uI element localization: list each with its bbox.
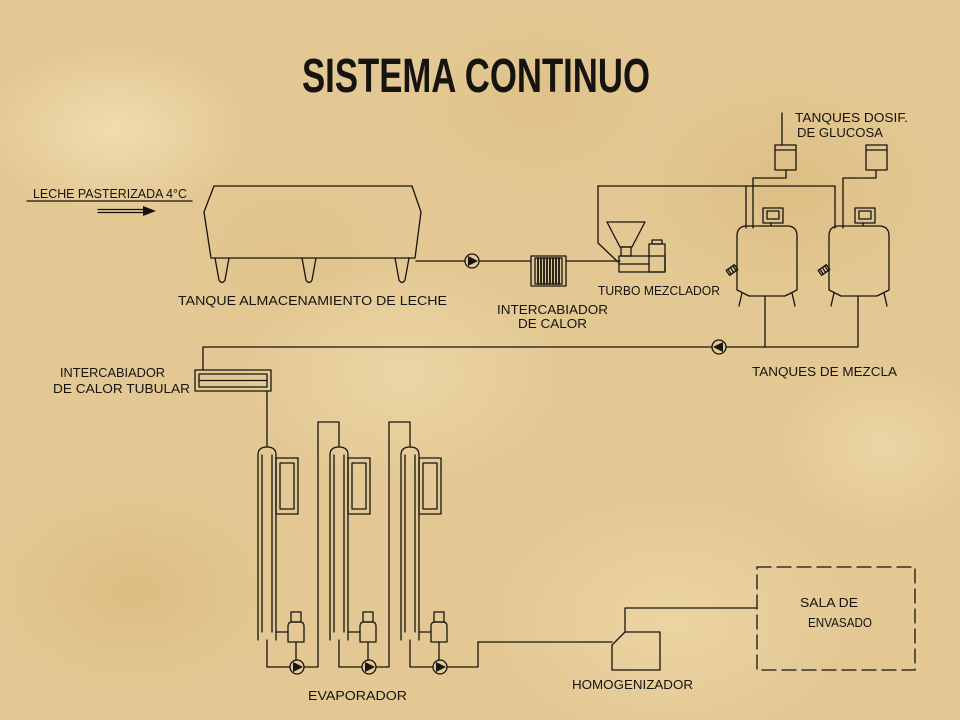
storage-tank-leg (394, 257, 410, 284)
separator-body (359, 621, 377, 643)
glucose-line-2 (842, 169, 877, 229)
evaporator-calandria-inner (422, 462, 438, 510)
turbo-mixer: TURBO MEZCLADOR (598, 221, 720, 298)
agitator-motor-inner (858, 210, 872, 220)
plate-heat-exchanger-pack (534, 257, 563, 285)
tubular-heat-exchanger: INTERCABIADOR DE CALOR TUBULAR (53, 366, 272, 396)
glucose-line-1 (752, 169, 787, 229)
separator-body (287, 621, 305, 643)
tubular-exchanger-label: INTERCABIADOR (60, 366, 165, 380)
homogenizer-label: HOMOGENIZADOR (572, 678, 693, 692)
glucose-tank-1 (774, 144, 797, 171)
turbo-mixer-label: TURBO MEZCLADOR (598, 284, 720, 298)
homogenizer: HOMOGENIZADOR (572, 631, 693, 692)
mixing-tank-legs (830, 292, 888, 307)
agitator-motor-icon (762, 207, 784, 224)
evaporator-unit-3 (375, 421, 448, 675)
pipe-to-packaging-room (624, 607, 758, 633)
pump-direction-icon (468, 256, 478, 266)
pipe-to-tubular-exchanger (202, 346, 713, 371)
packaging-room-boundary (756, 566, 916, 671)
evaporator-calandria (418, 457, 442, 515)
separator-top (433, 611, 445, 623)
evaporator-calandria (275, 457, 299, 515)
evaporator-feed-loop (375, 421, 411, 668)
mixing-tank-body (828, 225, 890, 297)
pump-2 (711, 339, 727, 355)
storage-tank-label: TANQUE ALMACENAMIENTO DE LECHE (178, 294, 447, 308)
evaporator-outlet (266, 639, 291, 668)
packaging-room-label: ENVASADO (808, 616, 872, 630)
mixing-tank-body (736, 225, 798, 297)
evaporator-outlet (409, 639, 434, 668)
plate-heat-exchanger-frame (530, 255, 567, 287)
storage-tank-leg (214, 257, 230, 284)
turbo-mixer-neck (620, 246, 632, 257)
evaporator-column (257, 446, 277, 641)
evaporator-pump (432, 659, 448, 675)
pipe-to-homogenizer (446, 641, 613, 668)
evaporator-unit-1 (257, 446, 305, 675)
mixing-tank-2 (817, 207, 890, 307)
mixing-tank-legs (738, 292, 796, 307)
storage-tank: TANQUE ALMACENAMIENTO DE LECHE (178, 185, 447, 308)
mixing-tanks-label: TANQUES DE MEZCLA (752, 365, 898, 379)
evaporator-calandria-inner (279, 462, 295, 510)
pump-direction-icon (436, 662, 446, 672)
evaporator-label: EVAPORADOR (308, 689, 407, 703)
side-valve-icon (725, 264, 739, 276)
storage-tank-leg (301, 257, 317, 284)
evaporator-calandria (347, 457, 371, 515)
pump-direction-icon (713, 342, 723, 352)
packaging-room: SALA DE ENVASADO (756, 566, 916, 671)
separator-top (290, 611, 302, 623)
page-title: SISTEMA CONTINUO (302, 50, 650, 103)
glucose-dosing-tanks: TANQUES DOSIF. DE GLUCOSA (752, 111, 908, 229)
pump-1 (464, 253, 480, 269)
pipe-to-mixing-tanks (597, 185, 836, 263)
pump-direction-icon (365, 662, 375, 672)
side-valve-hatch (727, 265, 737, 275)
turbo-mixer-motor-cap (651, 239, 663, 245)
packaging-room-label: SALA DE (800, 596, 858, 610)
side-valve-icon (817, 264, 831, 276)
side-valve-hatch (819, 265, 829, 275)
evaporator-column (329, 446, 349, 641)
evaporator-calandria-inner (351, 462, 367, 510)
storage-tank-body (203, 185, 422, 259)
feed-arrow-head-icon (143, 206, 156, 216)
separator-top (362, 611, 374, 623)
pump-direction-icon (293, 662, 303, 672)
agitator-motor-icon (854, 207, 876, 224)
glucose-tanks-label: DE GLUCOSA (797, 126, 884, 140)
glucose-tanks-label: TANQUES DOSIF. (795, 111, 908, 125)
evaporator-pump (289, 659, 305, 675)
evaporator-pump (361, 659, 377, 675)
plate-heat-exchanger: INTERCABIADOR DE CALOR (497, 255, 608, 331)
evaporator-tube (333, 454, 345, 633)
evaporator-unit-2 (303, 421, 377, 675)
evaporator-tube (261, 454, 273, 633)
tubular-exchanger-label: DE CALOR TUBULAR (53, 382, 190, 396)
mixing-tank-2-outlet (725, 295, 859, 348)
evaporator-tube (404, 454, 416, 633)
plate-heat-exchanger-label: INTERCABIADOR (497, 303, 608, 317)
evaporator-feed-loop (303, 421, 340, 668)
evaporator-column (400, 446, 420, 641)
agitator-motor-inner (766, 210, 780, 220)
evaporator-outlet (338, 639, 363, 668)
glucose-tank-2 (865, 144, 888, 171)
turbo-mixer-motor (648, 243, 666, 273)
mixing-tank-1 (725, 207, 798, 307)
tubular-exchanger-shell (194, 369, 272, 392)
plate-heat-exchanger-label: DE CALOR (518, 317, 587, 331)
milk-feed: LECHE PASTERIZADA 4°C (26, 187, 193, 216)
homogenizer-body (611, 631, 661, 671)
separator-body (430, 621, 448, 643)
turbo-mixer-hopper (606, 221, 646, 248)
milk-feed-label: LECHE PASTERIZADA 4°C (33, 187, 187, 201)
